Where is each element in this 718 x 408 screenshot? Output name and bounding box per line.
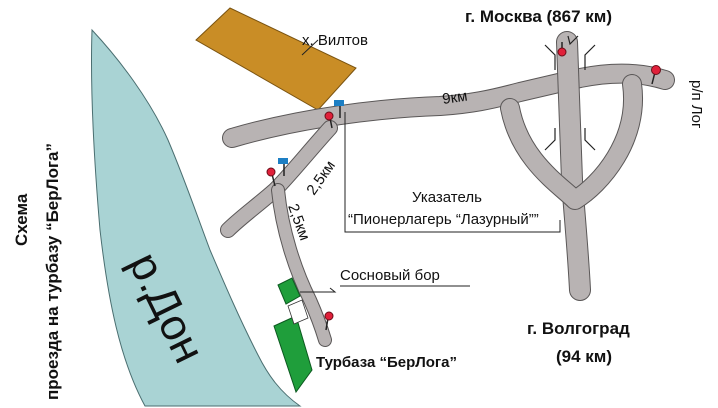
leader-lines — [300, 39, 561, 293]
road-network — [220, 31, 675, 347]
label-volgograd-2: (94 км) — [556, 347, 612, 366]
label-base: Турбаза “БерЛога” — [316, 354, 457, 371]
river-don — [90, 28, 302, 407]
road-loop-fill — [501, 75, 643, 209]
label-village: х. Вилтов — [302, 32, 368, 49]
flag-sign-1 — [334, 100, 344, 118]
road-main-fill — [223, 64, 674, 147]
label-volgograd-1: г. Волгоград — [527, 319, 630, 338]
title-line2: проезда на турбазу “БерЛога” — [43, 143, 62, 400]
pin-log — [651, 65, 661, 85]
title-line1: Схема — [12, 193, 31, 246]
label-forest: Сосновый бор — [340, 267, 440, 284]
pin-base — [324, 311, 334, 331]
pin-left-branch — [266, 167, 276, 187]
interchange-marks — [544, 35, 596, 151]
flag-sign-2 — [278, 158, 288, 176]
label-log: р/п Лог — [688, 80, 705, 129]
forest-patch-top — [277, 277, 301, 305]
pin-moscow-road — [557, 42, 567, 57]
road-highway-fill — [557, 32, 590, 300]
map-pins — [266, 42, 661, 331]
label-sign-line2: “Пионерлагерь “Лазурный”” — [348, 211, 539, 228]
pin-junction — [324, 111, 334, 129]
map-title: Схема проезда на турбазу “БерЛога” — [12, 143, 62, 400]
forest-patch-mid — [287, 299, 309, 325]
road-to-base-fill — [272, 184, 331, 346]
label-sign-line1: Указатель — [412, 189, 482, 206]
label-moscow: г. Москва (867 км) — [465, 7, 612, 26]
field-viltov — [195, 7, 357, 111]
forest-patch-bottom — [273, 315, 313, 394]
label-dist-9: 9км — [441, 88, 468, 108]
